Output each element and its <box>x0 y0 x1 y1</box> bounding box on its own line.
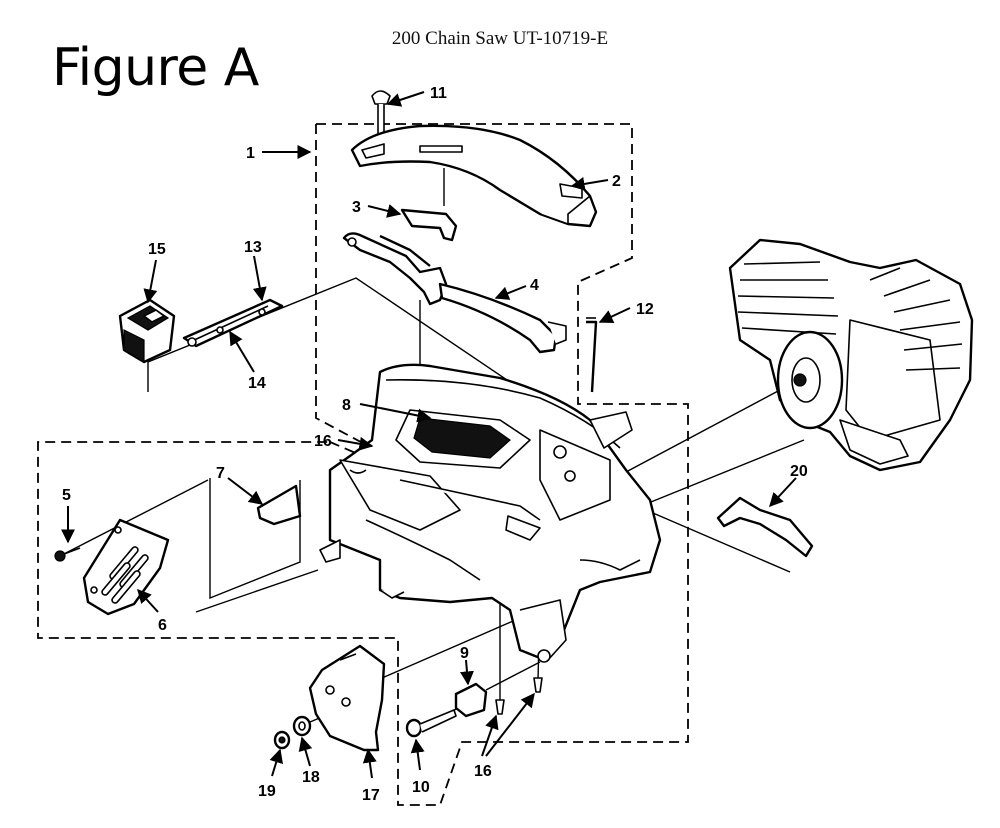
part-13-14-switch-plate <box>182 298 284 348</box>
part-6-side-plate <box>82 518 170 616</box>
callout-1: 1 <box>246 145 255 162</box>
callout-16-top: 16 <box>314 433 332 450</box>
callout-17: 17 <box>362 787 380 804</box>
callout-labels: 1 2 3 4 5 6 7 8 9 10 11 12 13 14 15 16 1… <box>62 85 808 804</box>
part-10-bolt <box>405 709 457 738</box>
callout-12: 12 <box>636 301 654 318</box>
callout-15: 15 <box>148 241 166 258</box>
group-outline-handle <box>37 123 689 806</box>
part-5-screw <box>54 547 81 562</box>
part-11-screw <box>371 90 391 141</box>
callout-arrows <box>61 91 797 779</box>
part-19-nut <box>273 730 291 750</box>
diagram-title: 200 Chain Saw UT-10719-E <box>391 28 609 49</box>
callout-2: 2 <box>612 173 621 190</box>
callout-5: 5 <box>62 487 71 504</box>
part-2-handle-cover <box>350 124 598 228</box>
callout-13: 13 <box>244 239 262 256</box>
part-7-bracket <box>256 484 302 526</box>
part-20-bracket <box>716 496 814 558</box>
callout-10: 10 <box>412 779 430 796</box>
figure-label: Figure A <box>52 38 259 98</box>
callout-8: 8 <box>342 397 351 414</box>
callout-11: 11 <box>430 85 447 102</box>
callout-20: 20 <box>790 463 808 480</box>
part-4-throttle-lever <box>342 232 567 354</box>
callout-6: 6 <box>158 617 167 634</box>
callout-3: 3 <box>352 199 361 216</box>
callout-7: 7 <box>216 465 225 482</box>
part-9-mount <box>454 682 488 718</box>
part-18-washer <box>292 715 312 737</box>
callout-16-bottom: 16 <box>474 763 492 780</box>
engine-assembly <box>728 238 974 472</box>
part-3-clip <box>400 208 458 242</box>
callout-14: 14 <box>248 375 266 392</box>
callout-19: 19 <box>258 783 276 800</box>
callout-4: 4 <box>530 277 539 294</box>
part-16-screws <box>495 677 543 715</box>
part-15-switch <box>118 298 176 364</box>
callout-18: 18 <box>302 769 320 786</box>
part-17-cover-plate <box>308 644 386 752</box>
callout-9: 9 <box>460 645 469 662</box>
main-housing <box>319 363 662 663</box>
part-12-wire-link <box>586 317 598 393</box>
